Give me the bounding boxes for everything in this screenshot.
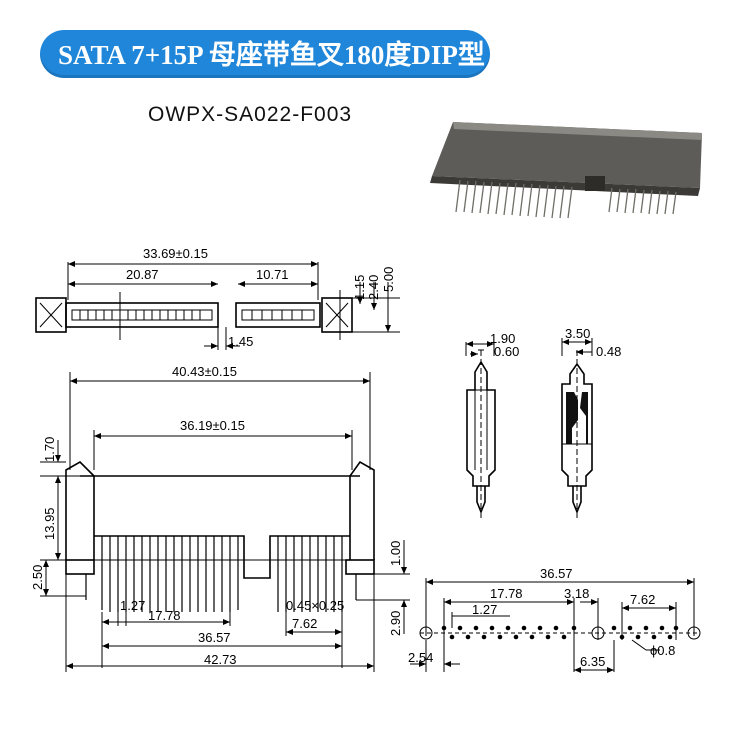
dim-pin-b-w1: 3.50 — [565, 326, 590, 341]
model-number: OWPX-SA022-F003 — [148, 103, 353, 126]
dim-top-overall: 33.69±0.15 — [143, 246, 208, 261]
dim-front-top: 1.70 — [42, 437, 57, 462]
dim-fp-offset: 3.18 — [564, 586, 589, 601]
dim-front-body: 13.95 — [42, 507, 57, 540]
dim-fp-overall: 36.57 — [540, 566, 573, 581]
dim-front-total: 36.57 — [198, 630, 231, 645]
dim-top-gap: 1.45 — [228, 334, 253, 349]
dim-fp-edge: 2.54 — [408, 650, 433, 665]
dim-front-pitch: 1.27 — [120, 598, 145, 613]
dim-top-right: 10.71 — [256, 267, 289, 282]
pin-detail-b: 3.50 0.48 — [561, 326, 621, 520]
front-view: 40.43±0.15 36.19±0.15 — [30, 364, 410, 672]
pcb-footprint: 36.57 17.78 3.18 1.27 7.62 — [408, 566, 701, 673]
dim-front-outer: 40.43±0.15 — [172, 364, 237, 379]
dim-fp-hole: ϕ0.8 — [650, 643, 675, 658]
dim-top-h1: 1.15 — [352, 275, 367, 300]
dim-fp-right: 7.62 — [630, 592, 655, 607]
dim-front-base: 2.50 — [30, 565, 45, 590]
dim-front-post: 1.00 — [388, 541, 403, 566]
dim-pin-a-w2: 0.60 — [494, 344, 519, 359]
dim-top-h2: 2.40 — [366, 275, 381, 300]
dim-fp-gap: 6.35 — [580, 654, 605, 669]
dim-front-right: 7.62 — [292, 616, 317, 631]
dim-front-tail: 2.90 — [388, 611, 403, 636]
page-title: SATA 7+15P 母座带鱼叉180度DIP型 — [58, 40, 485, 70]
pin-detail-a: 1.90 0.60 — [465, 331, 519, 520]
dim-front-overall: 42.73 — [204, 652, 237, 667]
connector-photo — [430, 122, 702, 219]
dim-front-inner: 36.19±0.15 — [180, 418, 245, 433]
dim-front-span7: 17.78 — [148, 608, 181, 623]
dim-top-h3: 5.00 — [381, 267, 396, 292]
dim-pin-b-w2: 0.48 — [596, 344, 621, 359]
dim-pin-a-w1: 1.90 — [490, 331, 515, 346]
dim-top-left: 20.87 — [126, 267, 159, 282]
dim-fp-span7: 17.78 — [490, 586, 523, 601]
dim-front-pin: 0.45×0.25 — [286, 598, 344, 613]
title-banner — [40, 30, 490, 78]
top-view: 33.69±0.15 20.87 10.71 — [35, 246, 400, 350]
dim-fp-pitch: 1.27 — [472, 602, 497, 617]
